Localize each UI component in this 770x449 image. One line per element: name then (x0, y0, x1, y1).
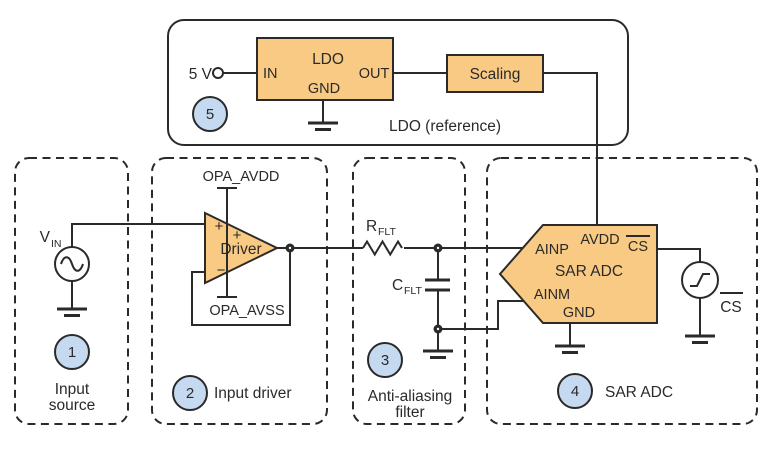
vin-label-subscript: IN (51, 238, 62, 250)
reference-caption: LDO (reference) (389, 118, 501, 135)
opamp-rail-top-label: OPA_AVDD (203, 169, 280, 185)
filter-caption-line1: Anti-aliasing (368, 388, 452, 405)
filter-caption-line2: filter (395, 404, 424, 421)
vin-label: V (40, 229, 51, 246)
ldo-block-title: LDO (312, 51, 344, 68)
adc-pin-avdd: AVDD (580, 232, 619, 248)
opamp-supply-plus-sign: + (233, 227, 242, 244)
step-waveform-icon (690, 273, 710, 287)
scaling-block-label: Scaling (470, 66, 521, 83)
badge-2-circle (172, 375, 208, 411)
feedback-wire (191, 248, 291, 326)
cflt-label-subscript: FLT (404, 285, 422, 297)
rflt-label-subscript: FLT (378, 226, 396, 238)
sar-adc-caption: SAR ADC (605, 384, 673, 401)
wire-cs-to-source (657, 248, 701, 262)
input-driver-section-box (151, 157, 328, 425)
capacitor-icon (425, 248, 450, 329)
opamp-plus-input-sign: + (215, 218, 224, 235)
supply-terminal-icon (212, 67, 224, 79)
sar-adc-section-box (486, 157, 758, 425)
wire-scaling-to-adc-avdd (543, 72, 598, 225)
adc-pin-ainp: AINP (535, 242, 569, 258)
wire-source-to-driver (71, 223, 205, 247)
source-ground-icon (57, 281, 87, 317)
ldo-ground-icon (308, 100, 338, 131)
badge-4-circle (557, 373, 593, 409)
wire-filter-to-ainm (438, 300, 524, 330)
cflt-label: C (392, 277, 403, 294)
badge-3-number: 3 (381, 352, 389, 369)
opamp-label: Driver (220, 241, 261, 258)
ac-sine-icon (60, 256, 84, 272)
ldo-pin-in: IN (263, 66, 278, 82)
input-source-caption-line1: Input (55, 381, 90, 398)
adc-chip-title: SAR ADC (555, 263, 623, 280)
rflt-label: R (366, 218, 377, 235)
input-source-caption-line2: source (49, 397, 96, 414)
junction-dot-center (436, 246, 440, 250)
cs-source-ground-icon (685, 298, 715, 344)
opamp-supply-rails (217, 187, 237, 298)
adc-ground-icon (555, 323, 585, 354)
adc-pin-cs: CS (628, 239, 648, 255)
adc-pin-gnd: GND (563, 305, 595, 321)
filter-section-box (352, 157, 466, 425)
resistor-icon (362, 239, 403, 257)
input-source-section-box (14, 157, 129, 425)
opamp-rail-bottom-label: OPA_AVSS (209, 303, 284, 319)
badge-3-circle (367, 342, 403, 378)
ldo-pin-gnd: GND (308, 81, 340, 97)
junction-dot-center (288, 246, 292, 250)
supply-5v-label: 5 V (189, 66, 213, 83)
badge-4-number: 4 (571, 383, 579, 400)
adc-chip-shape (498, 224, 658, 324)
scaling-block (446, 54, 544, 93)
reference-section-box (167, 19, 629, 146)
badge-1-circle (54, 334, 90, 370)
badge-5-circle (192, 96, 228, 132)
input-driver-caption: Input driver (214, 385, 292, 402)
badge-2-number: 2 (186, 385, 194, 402)
ldo-block (256, 37, 394, 101)
badge-5-number: 5 (206, 106, 214, 123)
ldo-pin-out: OUT (359, 66, 390, 82)
junction-dot-center (436, 327, 440, 331)
badge-1-number: 1 (68, 344, 76, 361)
opamp-triangle (204, 211, 280, 285)
cs-source-label: CS (720, 299, 742, 316)
adc-pin-ainm: AINM (534, 287, 570, 303)
opamp-minus-input-sign: − (217, 262, 226, 279)
